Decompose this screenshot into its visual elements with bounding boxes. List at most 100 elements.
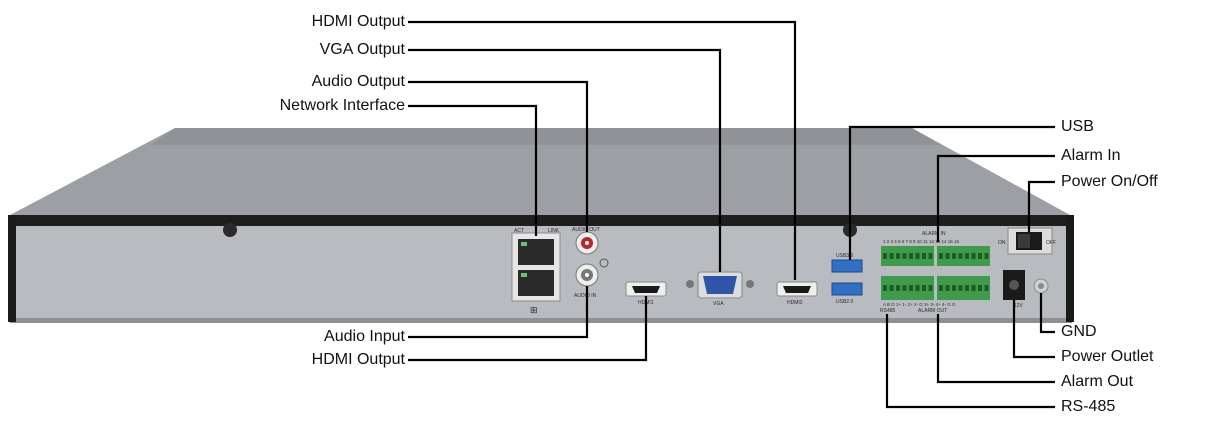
audio-in-label: AUDIO IN [574, 293, 597, 299]
leader-alarm-out [936, 314, 1055, 384]
alarm-in-numbers: 1 2 3 4 5 6 7 8 9 10 11 12 13 14 15 16 [883, 239, 959, 244]
terminal-pin [902, 285, 907, 291]
audio-out-label: AUDIO OUT [572, 227, 600, 233]
dc-label: 12V [1014, 303, 1024, 309]
on-label: ON [998, 240, 1006, 246]
ground-symbol [599, 258, 609, 268]
callout-network-interface: Network Interface [279, 97, 405, 114]
terminal-pin [945, 253, 950, 259]
rj45-led-bottom [521, 273, 527, 277]
terminal-pin [915, 253, 920, 259]
act-label: ACT [514, 228, 524, 234]
terminal-pin [896, 253, 900, 259]
leader-hdmi-output-top [408, 20, 797, 280]
leader-audio-input [408, 286, 589, 339]
terminal-pin [915, 285, 920, 291]
off-label: OFF [1046, 240, 1056, 246]
left-cap [8, 215, 16, 322]
vga-screw-left [686, 280, 694, 288]
terminal-block-bottom-left[interactable] [881, 276, 934, 300]
callout-alarm-out: Alarm Out [1061, 373, 1134, 390]
terminal-pin [984, 253, 989, 259]
rj45-led-top [521, 242, 527, 246]
callout-alarm-in: Alarm In [1061, 147, 1121, 164]
terminal-pin [928, 253, 933, 259]
callout-hdmi-output-bottom: HDMI Output [311, 351, 405, 368]
gnd-screw-center [1038, 283, 1044, 289]
terminal-pin [952, 253, 956, 259]
callout-audio-input: Audio Input [324, 328, 405, 345]
leader-gnd [1039, 293, 1055, 334]
leader-power-outlet [1012, 300, 1055, 359]
terminal-pin [922, 285, 926, 291]
terminal-pin [922, 253, 926, 259]
terminal-block-top-left[interactable] [881, 246, 934, 266]
hdmi1-socket[interactable] [632, 286, 660, 293]
terminal-block-bottom-right[interactable] [937, 276, 990, 300]
terminal-pin [928, 285, 933, 291]
callout-vga-output: VGA Output [319, 41, 405, 58]
power-switch-rocker [1018, 234, 1030, 248]
terminal-pin [978, 285, 982, 291]
hdmi2-label: HDMI2 [787, 300, 803, 306]
vga-screw-right [746, 280, 754, 288]
terminal-pin [984, 285, 989, 291]
terminal-pin [978, 253, 982, 259]
terminal-pin [889, 285, 894, 291]
dc-jack-hole [1009, 280, 1019, 290]
callout-usb: USB [1061, 118, 1094, 135]
terminal-pin [883, 253, 887, 259]
terminal-pin [945, 285, 950, 291]
terminal-pin [883, 285, 887, 291]
power-section: ON OFF 12V [998, 227, 1056, 309]
vga-socket[interactable] [703, 276, 737, 294]
leader-alarm-in [936, 154, 1055, 242]
audio-in-jack-hole [585, 273, 589, 277]
rs485-label: RS485 [880, 308, 896, 314]
bottom-pin-labels: A B G 1+ 1- 2+ 2- G 3+ 3- 4+ 4- G G [883, 302, 956, 307]
alarm-out-header: ALARM OUT [918, 308, 947, 314]
rear-panel-bottom-edge [10, 318, 1072, 323]
network-ports: ACT LINK ⊞ [511, 228, 561, 315]
terminal-block-top-right[interactable] [937, 246, 990, 266]
alarm-in-header: ALARM IN [922, 231, 946, 237]
usb2-port[interactable] [831, 282, 863, 296]
leader-hdmi-output-bottom [408, 296, 648, 362]
terminal-pins [883, 253, 989, 291]
top-cover [10, 128, 1070, 215]
terminal-pin [965, 285, 969, 291]
callout-power-on-off: Power On/Off [1061, 173, 1158, 190]
terminal-pin [965, 253, 969, 259]
terminal-pin [958, 285, 963, 291]
terminal-pin [939, 253, 943, 259]
cover-edge [8, 215, 1074, 228]
link-label: LINK [548, 228, 560, 234]
callout-gnd: GND [1061, 323, 1097, 340]
vga-port: VGA [686, 271, 754, 307]
leader-power-on-off [1027, 180, 1055, 232]
terminal-pin [971, 285, 976, 291]
terminal-pin [971, 253, 976, 259]
usb3-label: USB3.0 [836, 253, 853, 259]
terminal-pin [902, 253, 907, 259]
usb2-label: USB2.0 [836, 299, 853, 305]
top-cover-shade [150, 128, 940, 145]
terminal-pin [909, 285, 913, 291]
terminal-pin [952, 285, 956, 291]
terminal-pin [909, 253, 913, 259]
vga-label: VGA [713, 301, 724, 307]
callout-audio-output: Audio Output [311, 73, 405, 90]
callout-rs485: RS-485 [1061, 398, 1116, 415]
leader-audio-output [408, 80, 589, 232]
audio-ports: AUDIO OUT AUDIO IN [572, 227, 609, 299]
screw-left [223, 223, 237, 237]
terminal-pin [939, 285, 943, 291]
usb-ports: USB3.0 USB2.0 [831, 253, 863, 305]
hdmi2-socket[interactable] [783, 286, 811, 293]
leader-lines [408, 20, 1055, 409]
right-cap [1066, 215, 1074, 322]
usb3-port[interactable] [831, 259, 863, 273]
alarm-terminals: ALARM IN 1 2 3 4 5 6 7 8 9 10 11 12 13 1… [880, 231, 990, 314]
